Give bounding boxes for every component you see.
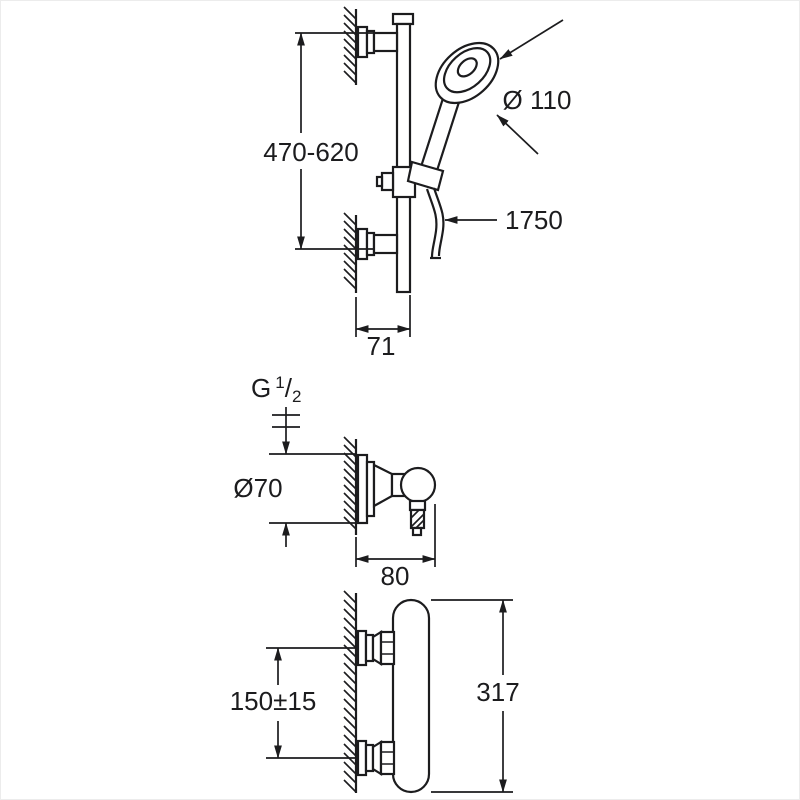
thermostat-body (391, 598, 431, 794)
dim-hose-length: 1750 (444, 205, 563, 235)
inlet-union-bottom (356, 739, 396, 777)
dim-projection: 80 (355, 504, 436, 591)
rail-bracket-bottom (356, 227, 399, 261)
wall-hatching-middle (343, 436, 357, 530)
inlet-union-top (356, 629, 396, 667)
rail-body (395, 22, 412, 294)
dim-inlet-spacing: 150±15 (230, 647, 355, 759)
union-body (356, 453, 437, 537)
spray-face-ring (442, 47, 492, 94)
dim-escutcheon-diameter: Ø70 (233, 407, 357, 547)
wall-hatching-bottom (343, 590, 357, 793)
shower-hose (425, 187, 445, 260)
dim-projection-label: 80 (381, 561, 410, 591)
union-valve-ball (399, 466, 437, 504)
dim-head-diameter: Ø 110 (496, 19, 572, 155)
thermostat-mixer-view: 150±15 317 (230, 590, 520, 794)
dim-hose-length-label: 1750 (505, 205, 563, 235)
dim-rail-height-label: 470-620 (263, 137, 358, 167)
dim-head-diameter-label: Ø 110 (503, 85, 572, 115)
rail-top-cap (391, 12, 415, 26)
dim-rail-height: 470-620 (263, 32, 375, 250)
holder-knob (380, 171, 395, 192)
spray-face-center (456, 57, 478, 78)
dim-body-height-label: 317 (476, 677, 519, 707)
dim-escutcheon-diameter-label: Ø70 (233, 473, 282, 503)
wall-hatching-lower (343, 212, 357, 290)
rail-bracket-top (356, 25, 399, 59)
wall-hatching-top (343, 6, 357, 84)
dim-body-height: 317 (431, 599, 520, 793)
hand-shower-rail-view: 470-620 Ø 110 1750 71 (263, 6, 572, 361)
dim-wall-offset-label: 71 (367, 331, 396, 361)
shower-head (434, 41, 500, 105)
dim-wall-offset: 71 (355, 295, 411, 361)
dim-inlet-spacing-label: 150±15 (230, 686, 317, 716)
inlet-nut-bottom (379, 740, 396, 776)
holder-cup (406, 160, 445, 192)
union-cone (372, 463, 394, 508)
thread-hatching (410, 509, 425, 529)
union-escutcheon (356, 453, 369, 525)
inlet-nut-top (379, 630, 396, 666)
